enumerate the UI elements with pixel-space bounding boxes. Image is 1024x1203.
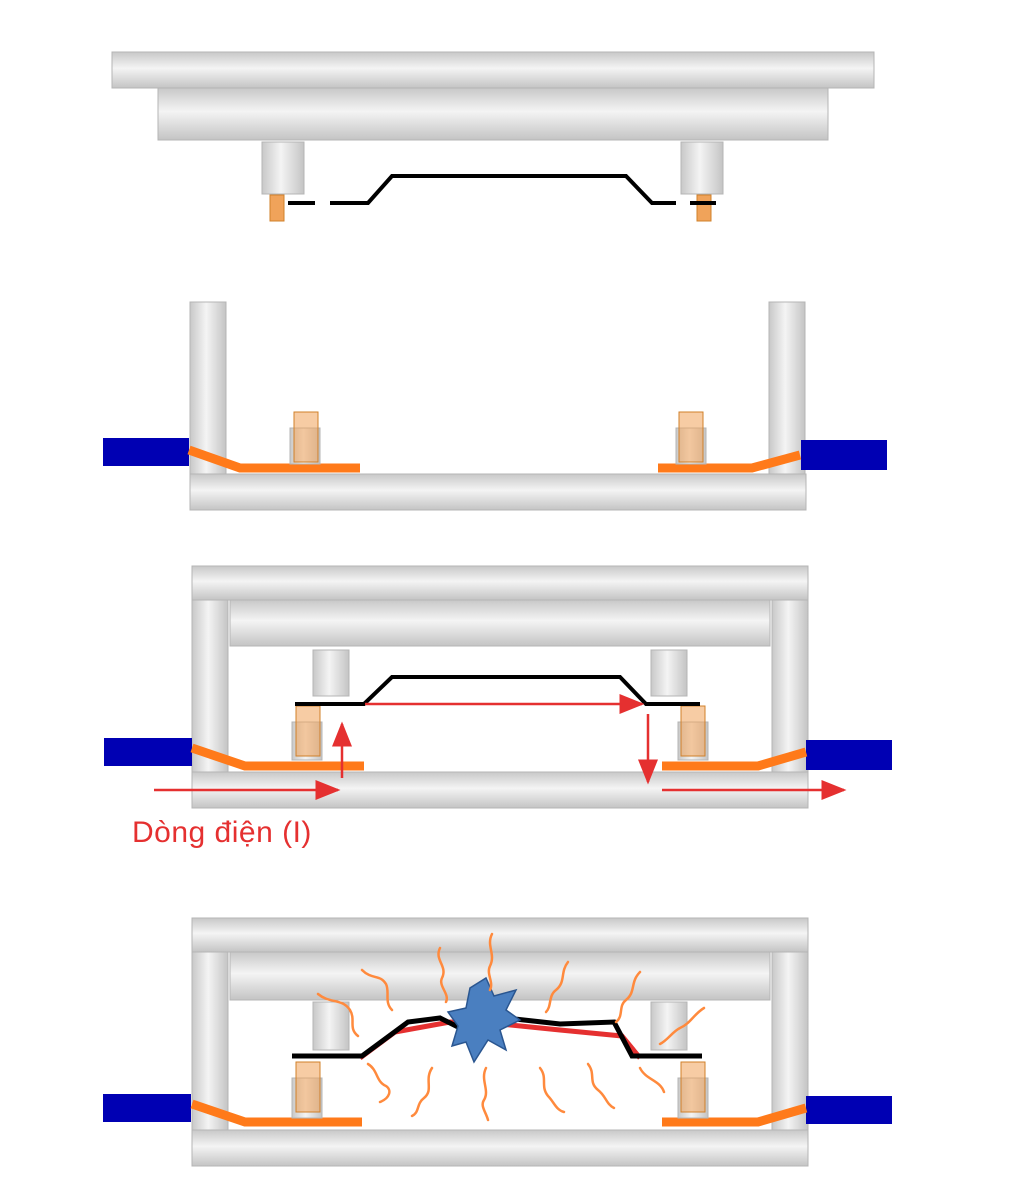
workpiece	[295, 675, 700, 706]
clamp-block-right	[801, 440, 887, 470]
current-label: Dòng điện (I)	[132, 816, 312, 849]
clamp-block-left	[103, 1094, 191, 1122]
pin-left	[293, 411, 319, 463]
pin-left	[269, 194, 285, 222]
pin-right	[680, 1061, 706, 1113]
stage-2	[103, 301, 887, 511]
pin-right	[680, 705, 706, 757]
side-pillar-right	[771, 599, 809, 773]
clamp-block-right	[806, 1096, 892, 1124]
guide-block-left	[312, 649, 350, 697]
upper-die-punch-plate	[157, 87, 829, 141]
electrode-left	[190, 743, 364, 771]
clamp-block-left	[103, 438, 189, 466]
guide-block-left	[261, 141, 305, 195]
upper-die-punch-plate	[229, 951, 771, 1001]
side-pillar-left	[191, 599, 229, 773]
pin-left	[295, 705, 321, 757]
pin-right	[696, 194, 712, 222]
side-pillar-left	[191, 951, 229, 1131]
stage-4	[103, 917, 892, 1167]
electrode-right	[662, 1103, 808, 1127]
upper-die-top-plate	[111, 51, 875, 89]
electrode-left	[187, 445, 360, 473]
guide-block-right	[680, 141, 724, 195]
clamp-block-left	[104, 738, 192, 766]
clamp-block-right	[806, 740, 892, 770]
electrode-left	[190, 1099, 362, 1127]
stage-3	[104, 565, 892, 809]
guide-block-left	[312, 1001, 350, 1051]
stage-1	[111, 51, 875, 222]
side-pillar-right	[768, 301, 806, 479]
guide-block-right	[650, 649, 688, 697]
heat-waves	[316, 932, 706, 1122]
lower-die-base	[191, 1129, 809, 1167]
upper-die-punch-plate	[229, 599, 771, 647]
workpiece	[288, 174, 716, 205]
pin-right	[678, 411, 704, 463]
discharge-spark	[446, 976, 522, 1064]
side-pillar-right	[771, 951, 809, 1131]
electrode-right	[658, 450, 802, 473]
guide-block-right	[650, 1001, 688, 1051]
pin-left	[295, 1061, 321, 1113]
lower-die-base	[189, 473, 807, 511]
upper-die-top-plate	[191, 565, 809, 601]
upper-die-top-plate	[191, 917, 809, 953]
electrode-right	[662, 747, 808, 771]
